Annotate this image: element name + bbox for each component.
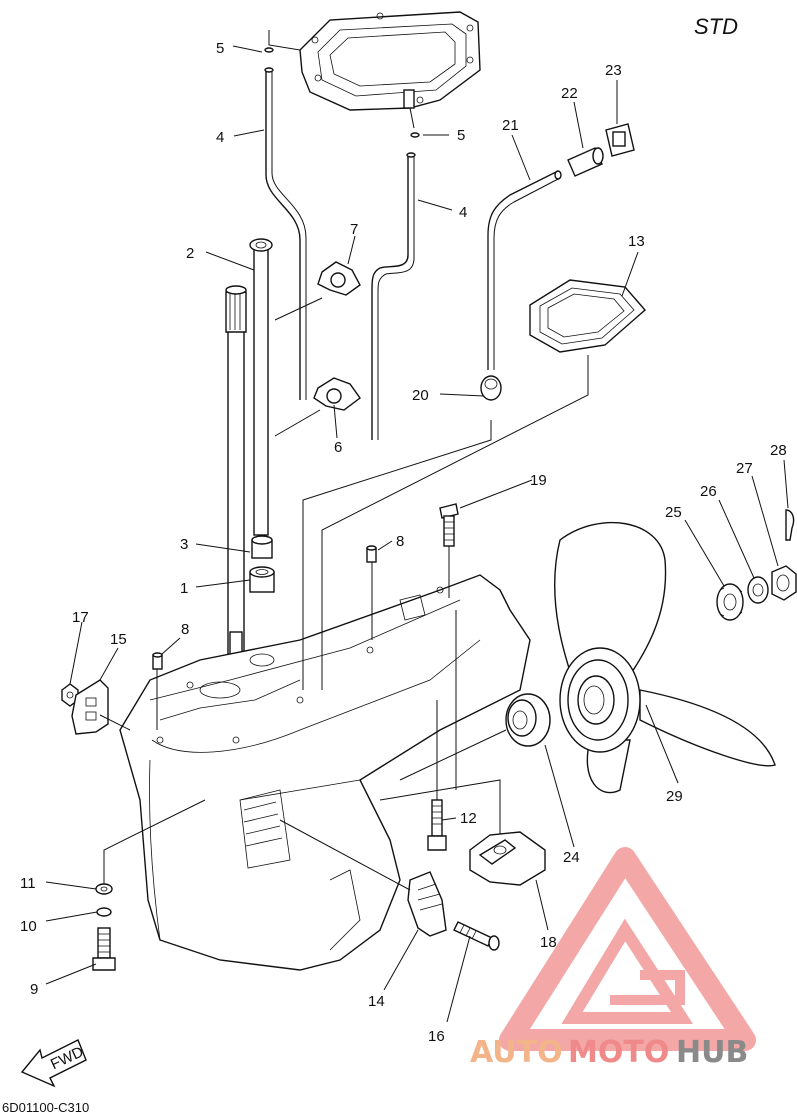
callout-14: 14 [368, 993, 385, 1010]
washer-26 [747, 576, 769, 604]
watermark-text-auto: AUTO [470, 1035, 563, 1070]
clamp-7 [317, 261, 361, 296]
callout-5a: 5 [216, 40, 224, 57]
callout-numbers: 5 5 4 4 2 7 6 21 22 23 13 20 3 1 8 8 19 … [20, 40, 787, 1045]
callout-8a: 8 [396, 533, 404, 550]
watermark-text-moto: MOTO [568, 1035, 669, 1070]
upper-plate [299, 11, 481, 111]
bracket-23 [605, 123, 635, 157]
callout-29: 29 [666, 788, 683, 805]
callout-13: 13 [628, 233, 645, 250]
shaft-tube-2 [249, 238, 273, 536]
callout-23: 23 [605, 62, 622, 79]
callout-17: 17 [72, 609, 89, 626]
water-tube-left [265, 70, 301, 400]
callout-21: 21 [502, 117, 519, 134]
anode-14 [407, 871, 447, 937]
callout-12: 12 [460, 810, 477, 827]
callout-16: 16 [428, 1028, 445, 1045]
washer-11 [95, 883, 113, 895]
trim-tab-18 [469, 831, 546, 886]
lower-casing [119, 574, 531, 971]
bolt-9 [92, 927, 116, 971]
bolt-16 [453, 921, 500, 951]
propeller-29 [554, 521, 776, 794]
dowel-pin-8a [366, 545, 377, 563]
callout-6: 6 [334, 439, 342, 456]
callout-26: 26 [700, 483, 717, 500]
callout-5b: 5 [457, 127, 465, 144]
callout-20: 20 [412, 387, 429, 404]
callout-2: 2 [186, 245, 194, 262]
clamp-6 [313, 377, 361, 411]
callout-11: 11 [20, 875, 36, 892]
callout-4a: 4 [216, 129, 224, 146]
gasket-13 [529, 279, 646, 353]
watermark-logo [499, 847, 756, 1051]
callout-8b: 8 [181, 621, 189, 638]
callout-28: 28 [770, 442, 787, 459]
drive-shaft [225, 285, 247, 663]
drawing-code: 6D01100-C310 [2, 1100, 89, 1115]
grommet-20 [480, 375, 502, 401]
plate-15 [71, 679, 109, 735]
callout-18: 18 [540, 934, 557, 951]
bolt-12 [427, 799, 447, 851]
seal-3 [251, 535, 273, 559]
callout-4b: 4 [459, 204, 467, 221]
thrust-washer-24 [505, 693, 551, 747]
bolt-19 [439, 503, 459, 547]
callout-9: 9 [30, 981, 38, 998]
forward-arrow: FWD [20, 1039, 87, 1088]
grommet-1 [249, 566, 275, 593]
water-tube-21 [487, 171, 557, 370]
watermark-text-hub: HUB [676, 1035, 748, 1070]
callout-19: 19 [530, 472, 547, 489]
grommet-22 [567, 147, 604, 177]
callout-15: 15 [110, 631, 127, 648]
callout-3: 3 [180, 536, 188, 553]
leader-lines [45, 30, 789, 1023]
callout-22: 22 [561, 85, 578, 102]
water-tube-center [371, 155, 409, 440]
callout-7: 7 [350, 221, 358, 238]
spacer-25 [716, 583, 744, 621]
lock-washer-10 [96, 907, 112, 917]
dowel-pin-8b [152, 652, 163, 670]
callout-25: 25 [665, 504, 682, 521]
castle-nut-27 [771, 565, 797, 601]
cotter-pin-28 [785, 509, 795, 541]
callout-10: 10 [20, 918, 37, 935]
callout-27: 27 [736, 460, 753, 477]
callout-1: 1 [180, 580, 188, 597]
callout-24: 24 [563, 849, 580, 866]
variant-label: STD [694, 14, 738, 39]
